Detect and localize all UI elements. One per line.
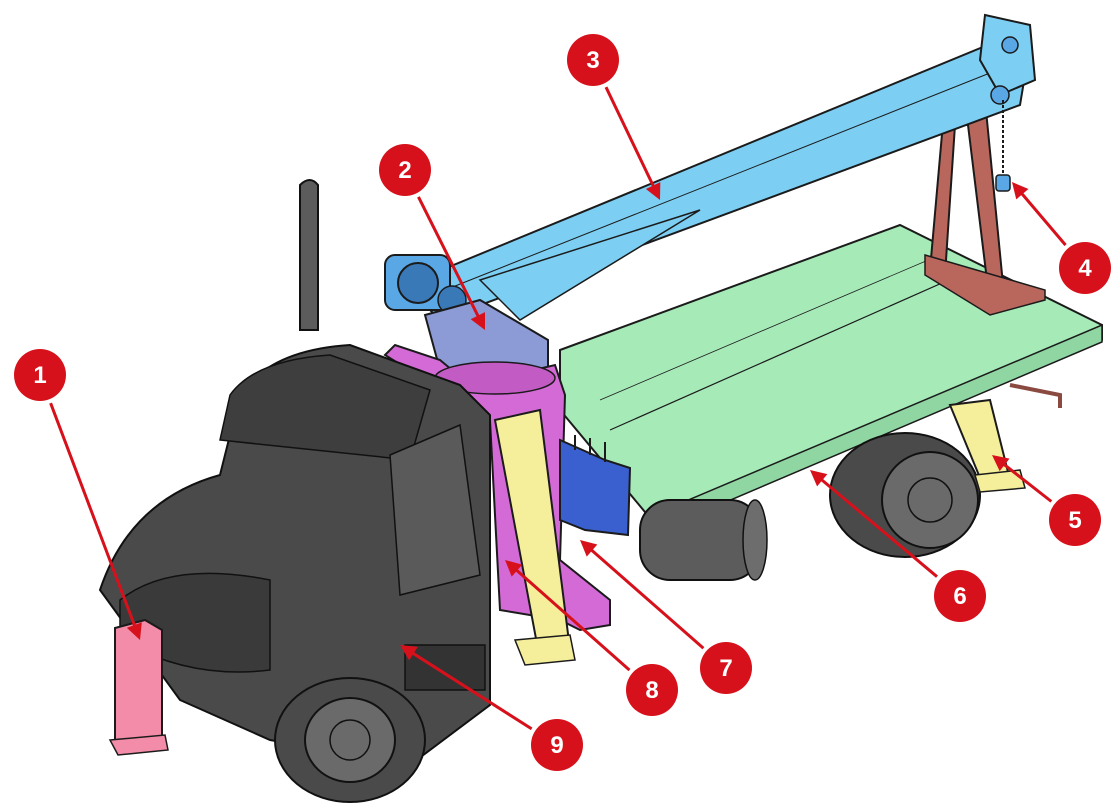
callout-circle [934, 570, 986, 622]
leader-line-1 [49, 402, 139, 634]
callout-number: 7 [719, 655, 732, 682]
arrowhead-8 [505, 560, 523, 577]
callout-circle [1049, 494, 1101, 546]
callout-number: 1 [33, 362, 46, 389]
rear-wheel [829, 432, 981, 558]
callout-number: 6 [953, 583, 966, 610]
boom [403, 13, 1037, 322]
callout-circle [379, 144, 431, 196]
callout-1: 1 [10, 345, 70, 405]
hook-block [995, 100, 1011, 192]
rear-outrigger [948, 398, 1026, 493]
hydraulic-control-valve [559, 435, 632, 537]
fuel-tank [639, 499, 768, 581]
callout-circle [531, 719, 583, 771]
arrowhead-9 [400, 645, 418, 661]
leader-line-8 [509, 564, 631, 672]
arrowhead-1 [126, 622, 142, 640]
leader-line-5 [997, 458, 1053, 503]
front-outrigger [108, 618, 169, 756]
arrowhead-2 [470, 312, 485, 330]
callout-number: 4 [1078, 255, 1092, 282]
callout-circle [1059, 242, 1111, 294]
leader-line-2 [417, 196, 483, 324]
leader-line-9 [405, 648, 533, 731]
arrowhead-7 [580, 540, 598, 557]
callout-circle [567, 34, 619, 86]
callout-circle [700, 642, 752, 694]
arrowhead-5 [992, 455, 1010, 472]
callout-4: 4 [1055, 238, 1115, 298]
callout-circle [14, 349, 66, 401]
arrowhead-6 [810, 470, 828, 487]
leader-line-7 [585, 544, 705, 650]
crane-base-outrigger [493, 408, 576, 666]
callout-number: 8 [645, 677, 658, 704]
callout-markers: 1 2 3 4 5 6 7 8 9 [10, 30, 1115, 775]
callout-number: 9 [550, 732, 563, 759]
arrowhead-4 [1012, 182, 1029, 200]
callout-6: 6 [930, 566, 990, 626]
callout-8: 8 [622, 660, 682, 720]
callout-circle [626, 664, 678, 716]
leader-line-3 [604, 86, 658, 194]
leader-lines [49, 86, 1067, 731]
callout-7: 7 [696, 638, 756, 698]
callout-3: 3 [563, 30, 623, 90]
callout-5: 5 [1045, 490, 1105, 550]
callout-number: 2 [398, 157, 411, 184]
leader-line-4 [1016, 187, 1067, 247]
truck-cab [98, 179, 491, 767]
front-wheel [274, 677, 426, 803]
arrowhead-3 [645, 182, 661, 200]
callout-9: 9 [527, 715, 587, 775]
callout-2: 2 [375, 140, 435, 200]
leader-line-6 [815, 473, 938, 578]
callout-number: 3 [586, 47, 599, 74]
callout-number: 5 [1068, 507, 1081, 534]
